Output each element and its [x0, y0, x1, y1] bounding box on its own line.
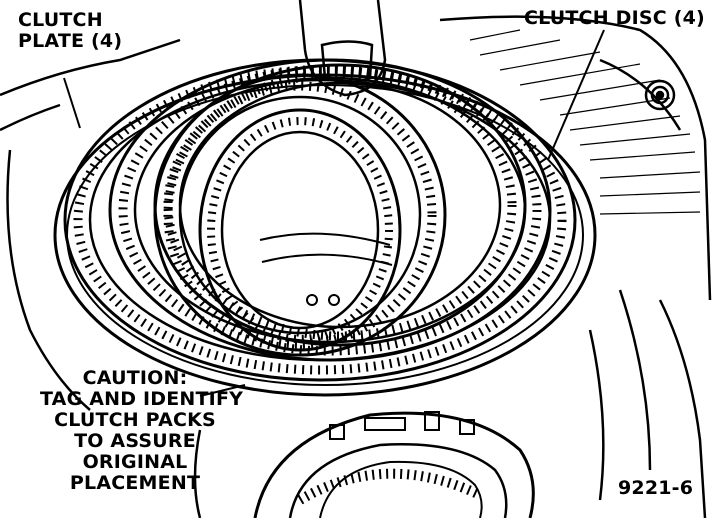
leader-lines — [63, 29, 605, 397]
caution-leader — [199, 384, 246, 397]
caution-line-3: CLUTCH PACKS — [54, 409, 216, 431]
caution-line-4: TO ASSURE — [74, 430, 196, 452]
figure-number: 9221-6 — [618, 477, 694, 499]
clutch-plate-label-line1: CLUTCH — [18, 9, 103, 31]
housing-shading — [469, 29, 701, 215]
clutch-disc-4 — [153, 73, 447, 357]
caution-note: CAUTION: TAG AND IDENTIFY CLUTCH PACKS T… — [40, 367, 244, 494]
clutch-plate-label-line2: PLATE (4) — [18, 30, 123, 52]
caution-line-1: CAUTION: — [82, 367, 188, 389]
clutch-disc-leader — [547, 29, 605, 161]
clutch-plate-leader — [63, 77, 81, 129]
clutch-hub — [259, 232, 393, 306]
caution-line-6: PLACEMENT — [69, 472, 201, 494]
transmission-housing — [0, 15, 712, 518]
clutch-drum — [253, 411, 535, 518]
caution-line-2: TAG AND IDENTIFY — [40, 388, 244, 410]
bolt-head — [644, 79, 676, 111]
caution-line-5: ORIGINAL — [82, 451, 188, 473]
clutch-plate-inner — [198, 108, 402, 352]
clutch-disc-label: CLUTCH DISC (4) — [524, 7, 705, 29]
clutch-plate-label: CLUTCH PLATE (4) — [18, 10, 122, 52]
